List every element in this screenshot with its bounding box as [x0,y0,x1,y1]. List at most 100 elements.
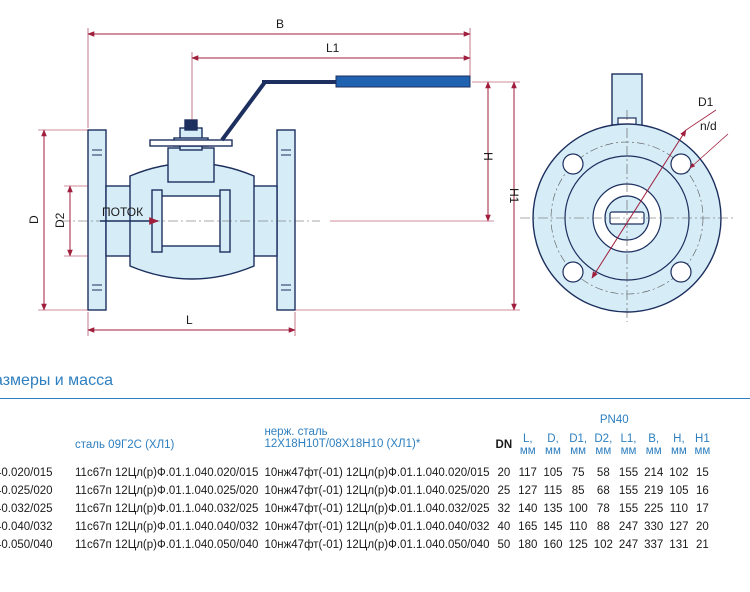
row-val: 127 [669,521,689,533]
row-val: 58 [596,467,610,479]
row-val: 102 [669,467,689,479]
row-val: 110 [568,521,588,533]
flow-label: ПОТОК [102,205,143,219]
row-val: 17 [695,503,709,515]
dim-label-h: H [481,152,495,161]
dim-col-name: L, [522,433,533,445]
dim-label-d1: D1 [698,95,714,109]
row-val: 16 [695,485,709,497]
row-val: 337 [644,539,664,551]
dim-col-unit: мм [595,445,612,457]
dim-label-nd: n/d [700,119,717,133]
row-stainless: 10нж47фт(-01) 12Цл(р)Ф.01.1.040.020/015 [264,467,490,479]
row-val: 21 [695,539,709,551]
dim-col-name: D, [547,433,559,445]
flow-arrow: ПОТОК [100,205,159,225]
row-stainless: 10нж47фт(-01) 12Цл(р)Ф.01.1.040.050/040 [264,539,490,551]
dim-label-h1: H1 [507,188,521,204]
pn-label: PN40 [599,414,629,426]
table-row: 1.040.032/025 11с67п 12Цл(р)Ф.01.1.040.0… [0,500,713,518]
row-stainless: 10нж47фт(-01) 12Цл(р)Ф.01.1.040.025/020 [264,485,490,497]
row-code: 1.040.040/032 [0,521,53,533]
row-val: 127 [518,485,538,497]
dim-col-unit: мм [670,445,687,457]
row-val: 247 [618,539,639,551]
dim-col-name: H, [673,433,685,445]
row-dn: 32 [497,503,511,515]
row-dn: 50 [497,539,511,551]
row-val: 247 [618,521,639,533]
dim-col-unit: мм [519,445,536,457]
dim-col-name: H1 [695,433,710,445]
dimension-lines [38,28,520,336]
row-val: 78 [596,503,610,515]
table-row: 1.040.025/020 11с67п 12Цл(р)Ф.01.1.040.0… [0,482,713,500]
row-steel: 11с67п 12Цл(р)Ф.01.1.040.040/032 [75,521,259,533]
row-val: 214 [644,467,664,479]
table-header-pn-row: PN40 [0,404,713,426]
row-dn: 25 [497,485,511,497]
row-code: 1.040.032/025 [0,503,53,515]
row-steel: 11с67п 12Цл(р)Ф.01.1.040.032/025 [75,503,259,515]
row-code: 1.040.050/040 [0,539,53,551]
col-stainless-line2: 12Х18Н10Т/08Х18Н10 (ХЛ1)* [264,438,421,450]
row-val: 145 [543,521,563,533]
dim-col-unit: мм [545,445,561,457]
row-val: 135 [543,503,563,515]
dimensions-table: PN40 сталь 09Г2С (ХЛ1) нерж. сталь 12Х18… [0,404,713,554]
row-val: 160 [543,539,563,551]
dim-col-unit: мм [620,445,637,457]
row-val: 125 [568,539,588,551]
col-stainless-header: нерж. сталь 12Х18Н10Т/08Х18Н10 (ХЛ1)* [261,426,492,464]
row-val: 219 [644,485,664,497]
row-val: 105 [543,467,563,479]
row-val: 100 [568,503,588,515]
col-dim-header: D,мм [540,426,565,464]
valve-front-view [520,73,734,322]
dim-col-unit: мм [570,445,587,457]
dim-col-name: L1, [620,433,637,445]
valve-technical-drawing: ПОТОК B L1 H H1 D D2 L [27,17,734,336]
row-val: 110 [669,503,689,515]
row-val: 105 [669,485,689,497]
dim-col-name: D2, [594,433,613,445]
row-val: 75 [571,467,585,479]
row-val: 20 [695,521,709,533]
col-dim-header: B,мм [641,426,666,464]
row-val: 15 [695,467,709,479]
dim-label-l: L [186,313,193,327]
dim-label-l1: L1 [326,41,340,55]
dim-label-b: B [276,17,284,31]
row-steel: 11с67п 12Цл(р)Ф.01.1.040.025/020 [75,485,259,497]
col-steel-header: сталь 09Г2С (ХЛ1) [75,439,175,451]
row-dn: 20 [497,467,511,479]
dim-label-d2: D2 [53,212,67,228]
dim-label-d: D [27,215,41,224]
col-stainless-line1: нерж. сталь [264,426,328,438]
row-dn: 40 [497,521,511,533]
row-val: 68 [596,485,610,497]
row-stainless: 10нж47фт(-01) 12Цл(р)Ф.01.1.040.040/032 [264,521,490,533]
row-val: 131 [669,539,689,551]
col-dim-header: D2,мм [591,426,616,464]
row-steel: 11с67п 12Цл(р)Ф.01.1.040.020/015 [75,467,259,479]
title-rule [0,398,750,399]
row-val: 180 [518,539,538,551]
row-steel: 11с67п 12Цл(р)Ф.01.1.040.050/040 [75,539,259,551]
table-header-row: сталь 09Г2С (ХЛ1) нерж. сталь 12Х18Н10Т/… [0,426,713,464]
table-row: 1.040.040/032 11с67п 12Цл(р)Ф.01.1.040.0… [0,518,713,536]
row-val: 165 [518,521,538,533]
handle-lever [220,75,471,142]
dim-col-name: D1, [569,433,588,445]
row-val: 155 [618,467,639,479]
dim-col-unit: мм [645,445,662,457]
row-val: 225 [644,503,664,515]
row-val: 140 [518,503,538,515]
col-dn-header: DN [495,439,513,451]
row-val: 155 [618,485,639,497]
row-val: 155 [618,503,639,515]
col-dim-header: L,мм [515,426,540,464]
flange-hatching [92,149,291,291]
table-row: 1.040.050/040 11с67п 12Цл(р)Ф.01.1.040.0… [0,536,713,554]
row-val: 117 [518,467,537,479]
